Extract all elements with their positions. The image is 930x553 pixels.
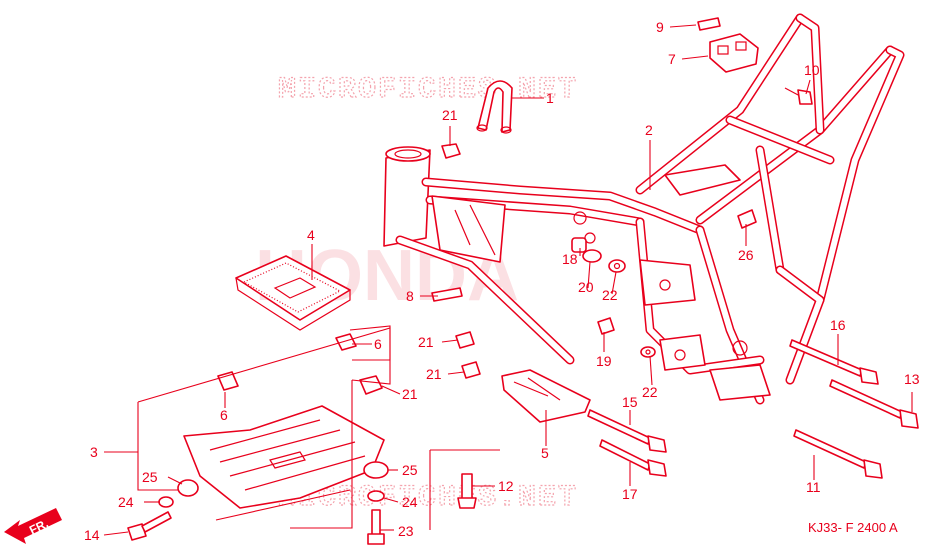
rubber-25-right-part[interactable] <box>363 461 389 479</box>
front-direction-arrow: FR. <box>4 508 62 544</box>
washer-22-upper-part[interactable] <box>608 259 626 273</box>
callout-8: 8 <box>406 288 414 304</box>
collar-6-lower-part[interactable] <box>217 371 239 391</box>
collar-24-left-part[interactable] <box>158 496 174 508</box>
collar-6-upper-part[interactable] <box>335 333 357 351</box>
callout-13: 13 <box>904 371 920 387</box>
callout-24-right: 24 <box>402 494 418 510</box>
callout-24-left: 24 <box>118 494 134 510</box>
callout-21-lower-mid: 21 <box>426 366 442 382</box>
callout-6-upper: 6 <box>374 336 382 352</box>
bolt-10-part[interactable] <box>784 87 813 105</box>
callout-21-top: 21 <box>442 107 458 123</box>
callout-22-upper: 22 <box>602 287 618 303</box>
u-clamp-part[interactable] <box>476 80 513 134</box>
washer-20-part[interactable] <box>582 249 602 263</box>
callout-2: 2 <box>645 122 653 138</box>
callout-11: 11 <box>806 479 821 495</box>
callout-7: 7 <box>668 51 676 67</box>
bolt-14-part[interactable] <box>127 511 172 541</box>
rubber-25-left-part[interactable] <box>177 479 199 497</box>
microfiches-watermark-top: MICROFICHES.NET <box>278 73 578 107</box>
collar-18-part[interactable] <box>571 237 587 253</box>
washer-22-lower-part[interactable] <box>640 346 656 358</box>
bolt-17-part[interactable] <box>599 439 667 477</box>
collar-24-right-part[interactable] <box>367 490 385 502</box>
collar-26-part[interactable] <box>737 209 757 229</box>
callout-26: 26 <box>738 247 754 263</box>
bolt-23-part[interactable] <box>367 509 385 545</box>
callout-21-upper-mid: 21 <box>418 334 434 350</box>
callout-22-lower: 22 <box>642 384 658 400</box>
callout-25-left: 25 <box>142 469 158 485</box>
caution-label-part[interactable] <box>697 17 721 31</box>
bolt-12-part[interactable] <box>457 473 477 509</box>
callout-10: 10 <box>804 62 820 78</box>
rubber-block-part[interactable] <box>709 33 759 73</box>
callout-14: 14 <box>84 527 100 543</box>
callout-25-right: 25 <box>402 462 418 478</box>
callout-5: 5 <box>541 445 549 461</box>
callout-9: 9 <box>656 19 664 35</box>
nut-21-lower-mid-part[interactable] <box>461 361 481 379</box>
callout-18: 18 <box>562 251 578 267</box>
bolt-15-part[interactable] <box>587 409 667 453</box>
bolt-13-part[interactable] <box>829 379 919 429</box>
nut-21-top-part[interactable] <box>441 143 461 159</box>
callout-20: 20 <box>578 279 594 295</box>
callout-6-lower: 6 <box>220 407 228 423</box>
bolt-11-part[interactable] <box>793 429 883 479</box>
callout-23: 23 <box>398 523 414 539</box>
callout-17: 17 <box>622 486 638 502</box>
callout-4: 4 <box>307 227 315 243</box>
callout-numbers: 1 2 3 4 5 6 6 7 8 9 10 11 12 13 14 15 16… <box>84 19 920 543</box>
label-part[interactable] <box>431 287 463 302</box>
callout-15: 15 <box>622 394 638 410</box>
callout-12: 12 <box>498 478 514 494</box>
callout-16: 16 <box>830 317 846 333</box>
callout-1: 1 <box>546 90 554 106</box>
nut-21-bottom-part[interactable] <box>359 375 383 395</box>
callout-3: 3 <box>90 444 98 460</box>
nut-19-part[interactable] <box>597 317 615 335</box>
main-frame-part[interactable] <box>383 13 905 405</box>
bolt-16-part[interactable] <box>789 339 879 385</box>
diagram-code: KJ33- F 2400 A <box>808 520 898 535</box>
plate-part[interactable] <box>235 255 351 331</box>
nut-21-upper-mid-part[interactable] <box>455 331 475 349</box>
engine-hanger-bracket-part[interactable] <box>501 369 591 423</box>
callout-19: 19 <box>596 353 612 369</box>
callout-21-bottom: 21 <box>402 386 418 402</box>
leader-lines <box>103 24 913 536</box>
